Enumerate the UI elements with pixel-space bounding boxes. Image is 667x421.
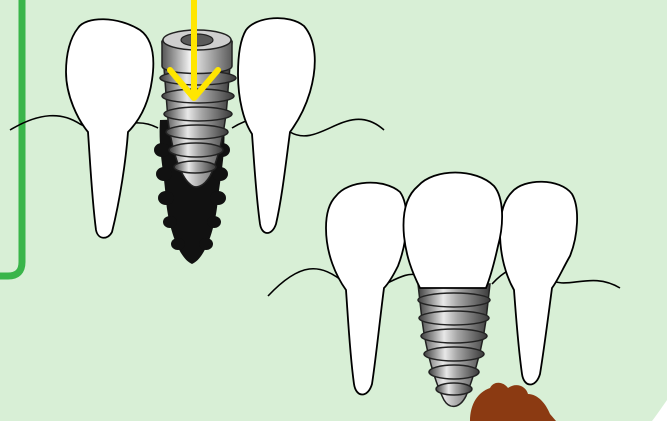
implant-crown xyxy=(404,173,503,289)
